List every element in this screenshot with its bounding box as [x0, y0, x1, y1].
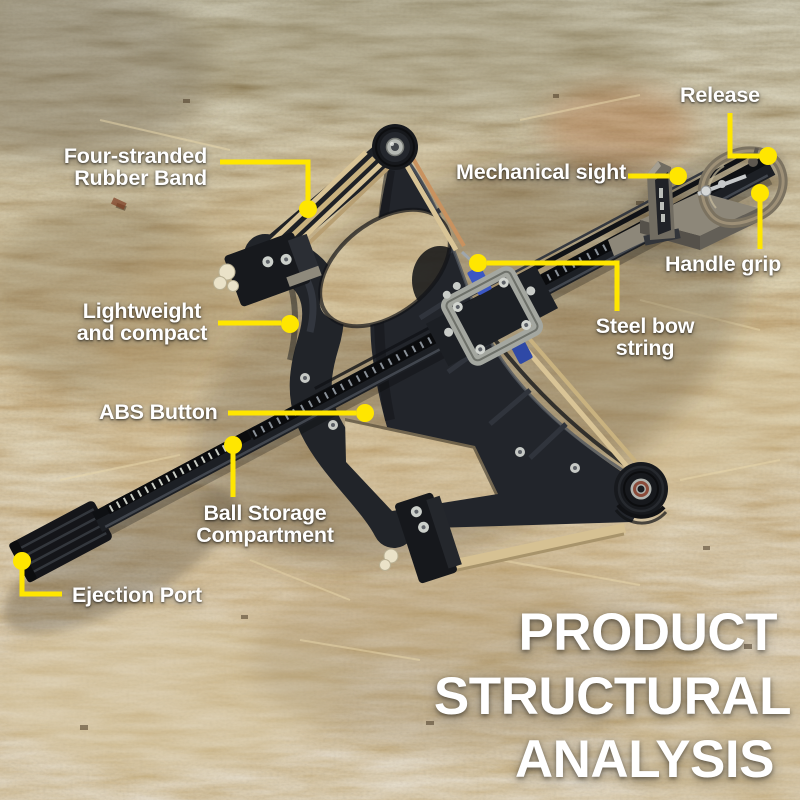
steel-bracket — [425, 265, 559, 367]
ball-storage-spring — [105, 430, 252, 515]
title-line-1: PRODUCT — [518, 603, 777, 662]
dot-mechanical-sight — [669, 167, 687, 185]
leader-steel-bow-string — [487, 260, 620, 311]
leader-release — [727, 113, 760, 159]
label-handle-grip: Handle grip — [664, 252, 782, 276]
title-line-2: STRUCTURAL — [433, 666, 792, 726]
mechanical-sight-plate — [643, 161, 681, 246]
dot-rubber-band — [299, 200, 317, 218]
rubber-band-lower — [435, 523, 627, 576]
dot-ball-storage — [224, 436, 242, 454]
bottom-band-clamp — [395, 492, 462, 584]
poster-title: PRODUCT STRUCTURAL ANALYSIS — [433, 601, 792, 792]
leader-ejection-port — [19, 568, 62, 597]
slingshot-rail — [9, 148, 776, 583]
frame-screws — [300, 373, 580, 473]
title-line-3: ANALYSIS — [514, 730, 775, 789]
grip-body — [244, 234, 415, 548]
dot-abs-button — [356, 404, 374, 422]
dot-ejection-port — [13, 552, 31, 570]
leader-rubber-band — [220, 159, 311, 200]
bottom-clamp-tip — [379, 548, 399, 571]
label-rubber-band: Four-stranded Rubber Band — [63, 144, 207, 190]
dot-handle-grip — [751, 184, 769, 202]
top-pulley — [372, 124, 418, 170]
dot-steel-bow-string — [469, 254, 487, 272]
label-mechanical-sight: Mechanical sight — [456, 160, 627, 184]
left-band-clamp — [224, 232, 322, 307]
left-clamp-tip — [213, 263, 239, 292]
label-steel-bow-string: Steel bow string — [595, 314, 695, 360]
rubber-band-right — [397, 148, 638, 472]
dot-lightweight — [281, 315, 299, 333]
dot-release — [759, 147, 777, 165]
leader-dots — [13, 147, 777, 570]
label-ball-storage: Ball Storage Compartment — [196, 501, 334, 547]
label-lightweight: Lightweight and compact — [76, 299, 208, 345]
leader-lines — [19, 113, 763, 597]
label-ejection-port: Ejection Port — [72, 583, 203, 607]
label-abs-button: ABS Button — [99, 400, 218, 424]
bottom-pulley — [614, 462, 668, 525]
release-assembly — [608, 146, 788, 256]
label-release: Release — [680, 83, 760, 107]
